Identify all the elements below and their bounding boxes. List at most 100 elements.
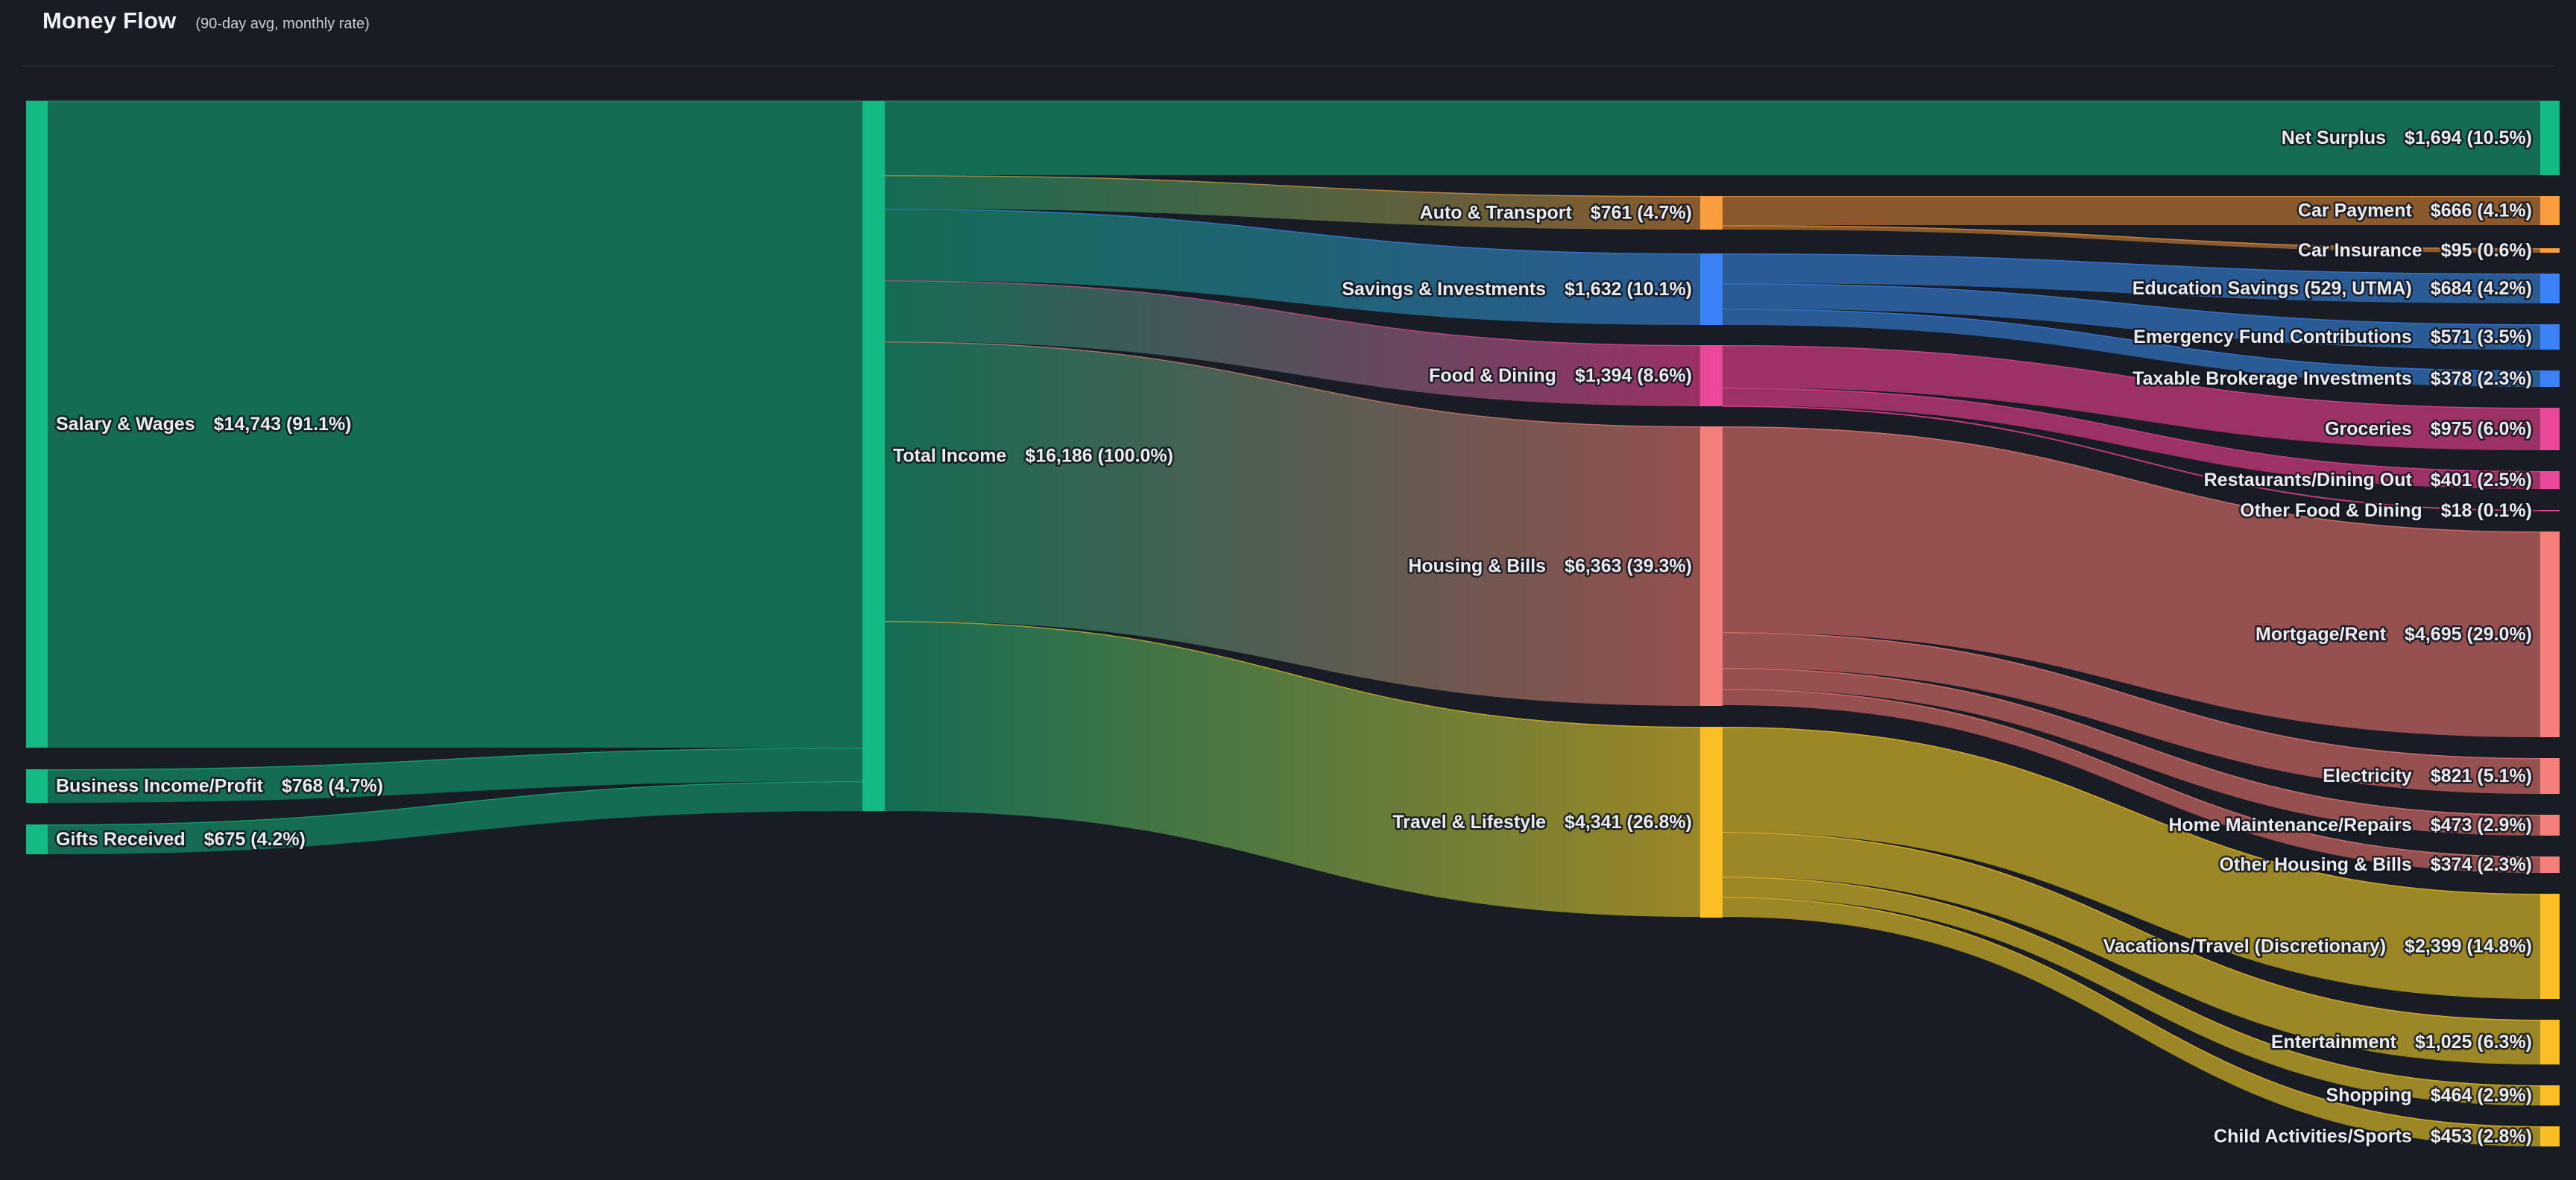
node-entertainment[interactable] [2540,1020,2560,1064]
flow-highlight-savings-emergency [1722,283,2541,326]
node-taxable[interactable] [2540,370,2560,387]
label-education: Education Savings (529, UTMA) $684 (4.2%… [2133,278,2532,299]
page-title: Money Flow [42,7,177,34]
flow-business-total[interactable] [48,748,862,803]
label-gifts: Gifts Received $675 (4.2%) [56,829,306,850]
flow-travel-shopping[interactable] [1723,877,2540,1105]
flow-highlight-total-savings [884,209,1701,255]
label-home_maint: Home Maintenance/Repairs $473 (2.9%) [2168,815,2532,836]
node-other_housing[interactable] [2540,856,2560,873]
node-child[interactable] [2540,1126,2560,1146]
node-shopping[interactable] [2540,1085,2560,1105]
flow-highlight-total-housing [884,341,1701,428]
label-child: Child Activities/Sports $453 (2.8%) [2214,1126,2532,1147]
label-business: Business Income/Profit $768 (4.7%) [56,776,383,797]
node-electricity[interactable] [2540,758,2560,794]
label-groceries: Groceries $975 (6.0%) [2325,419,2532,440]
node-savings[interactable] [1700,253,1723,325]
flow-travel-vacations[interactable] [1723,727,2540,999]
node-housing[interactable] [1700,426,1723,706]
label-auto: Auto & Transport $761 (4.7%) [1420,203,1692,224]
flow-housing-mortgage[interactable] [1723,426,2540,737]
flow-travel-entertainment[interactable] [1723,832,2540,1064]
label-emergency: Emergency Fund Contributions $571 (3.5%) [2133,326,2532,347]
label-car_payment: Car Payment $666 (4.1%) [2298,201,2532,221]
node-groceries[interactable] [2540,408,2560,450]
label-salary: Salary & Wages $14,743 (91.1%) [56,414,352,435]
flow-salary-total[interactable] [48,101,862,748]
flow-highlight-food-other_food [1722,406,2541,511]
node-food[interactable] [1700,345,1723,406]
label-other_food: Other Food & Dining $18 (0.1%) [2240,500,2532,521]
node-net_surplus[interactable] [2540,101,2560,175]
flow-highlight-travel-shopping [1722,877,2541,1087]
flow-highlight-total-travel [884,621,1701,728]
label-mortgage: Mortgage/Rent $4,695 (29.0%) [2255,624,2532,645]
node-travel[interactable] [1700,727,1723,918]
flow-total-auto[interactable] [885,175,1700,230]
node-education[interactable] [2540,274,2560,303]
label-taxable: Taxable Brokerage Investments $378 (2.3%… [2133,368,2532,389]
flow-highlight-travel-child [1722,897,2541,1128]
flow-total-housing[interactable] [885,341,1700,706]
flow-savings-taxable[interactable] [1723,309,2540,387]
label-vacations: Vacations/Travel (Discretionary) $2,399 … [2103,936,2532,957]
label-restaurants: Restaurants/Dining Out $401 (2.5%) [2204,470,2532,490]
flow-savings-education[interactable] [1723,253,2540,303]
node-emergency[interactable] [2540,324,2560,350]
node-vacations[interactable] [2540,894,2560,999]
node-restaurants[interactable] [2540,471,2560,489]
flow-highlight-savings-taxable [1722,309,2541,372]
node-business[interactable] [26,769,48,803]
label-net_surplus: Net Surplus $1,694 (10.5%) [2282,127,2532,148]
label-shopping: Shopping $464 (2.9%) [2326,1085,2532,1106]
flow-travel-child[interactable] [1723,897,2540,1146]
flow-highlight-total-auto [884,175,1701,198]
node-car_insurance[interactable] [2540,248,2560,253]
flow-highlight-total-food [884,280,1701,347]
label-car_insurance: Car Insurance $95 (0.6%) [2298,240,2532,261]
node-other_food[interactable] [2540,510,2560,511]
label-other_housing: Other Housing & Bills $374 (2.3%) [2219,854,2532,875]
node-auto[interactable] [1700,196,1723,230]
flow-highlight-housing-home_maint [1722,668,2541,816]
flow-highlight-housing-electricity [1722,632,2541,760]
flow-housing-other_housing[interactable] [1723,689,2540,873]
flow-auto-car_payment[interactable] [1723,196,2540,225]
flow-highlight-housing-other_housing [1722,689,2541,858]
label-housing: Housing & Bills $6,363 (39.3%) [1408,556,1692,577]
flow-total-travel[interactable] [885,621,1700,917]
page-header: Money Flow (90-day avg, monthly rate) [42,7,370,34]
node-salary[interactable] [26,101,48,748]
flow-highlight-travel-entertainment [1722,832,2541,1021]
label-food: Food & Dining $1,394 (8.6%) [1429,365,1692,386]
flow-food-groceries[interactable] [1723,345,2540,450]
flow-gifts-total[interactable] [48,781,862,854]
label-total: Total Income $16,186 (100.0%) [893,446,1173,467]
flow-highlight-housing-mortgage [1722,426,2541,533]
flow-highlight-travel-vacations [1722,727,2541,895]
flow-highlight-gifts-total [47,781,863,826]
flow-highlight-savings-education [1722,253,2541,275]
flow-food-restaurants[interactable] [1723,388,2540,489]
flow-savings-emergency[interactable] [1723,283,2540,350]
flow-highlight-food-groceries [1722,345,2541,409]
node-home_maint[interactable] [2540,815,2560,836]
node-mortgage[interactable] [2540,531,2560,737]
label-travel: Travel & Lifestyle $4,341 (26.8%) [1392,812,1692,833]
node-total[interactable] [862,101,885,811]
flow-total-net_surplus[interactable] [885,101,2540,175]
node-gifts[interactable] [26,824,48,854]
flow-housing-electricity[interactable] [1723,632,2540,794]
flow-highlight-food-restaurants [1722,388,2541,473]
node-car_payment[interactable] [2540,196,2560,225]
flow-highlight-business-total [47,748,863,771]
flow-total-food[interactable] [885,280,1700,406]
label-electricity: Electricity $821 (5.1%) [2323,766,2532,786]
flow-total-savings[interactable] [885,209,1700,325]
page-subtitle: (90-day avg, monthly rate) [195,16,370,32]
label-savings: Savings & Investments $1,632 (10.1%) [1342,279,1692,300]
flow-housing-home_maint[interactable] [1723,668,2540,836]
